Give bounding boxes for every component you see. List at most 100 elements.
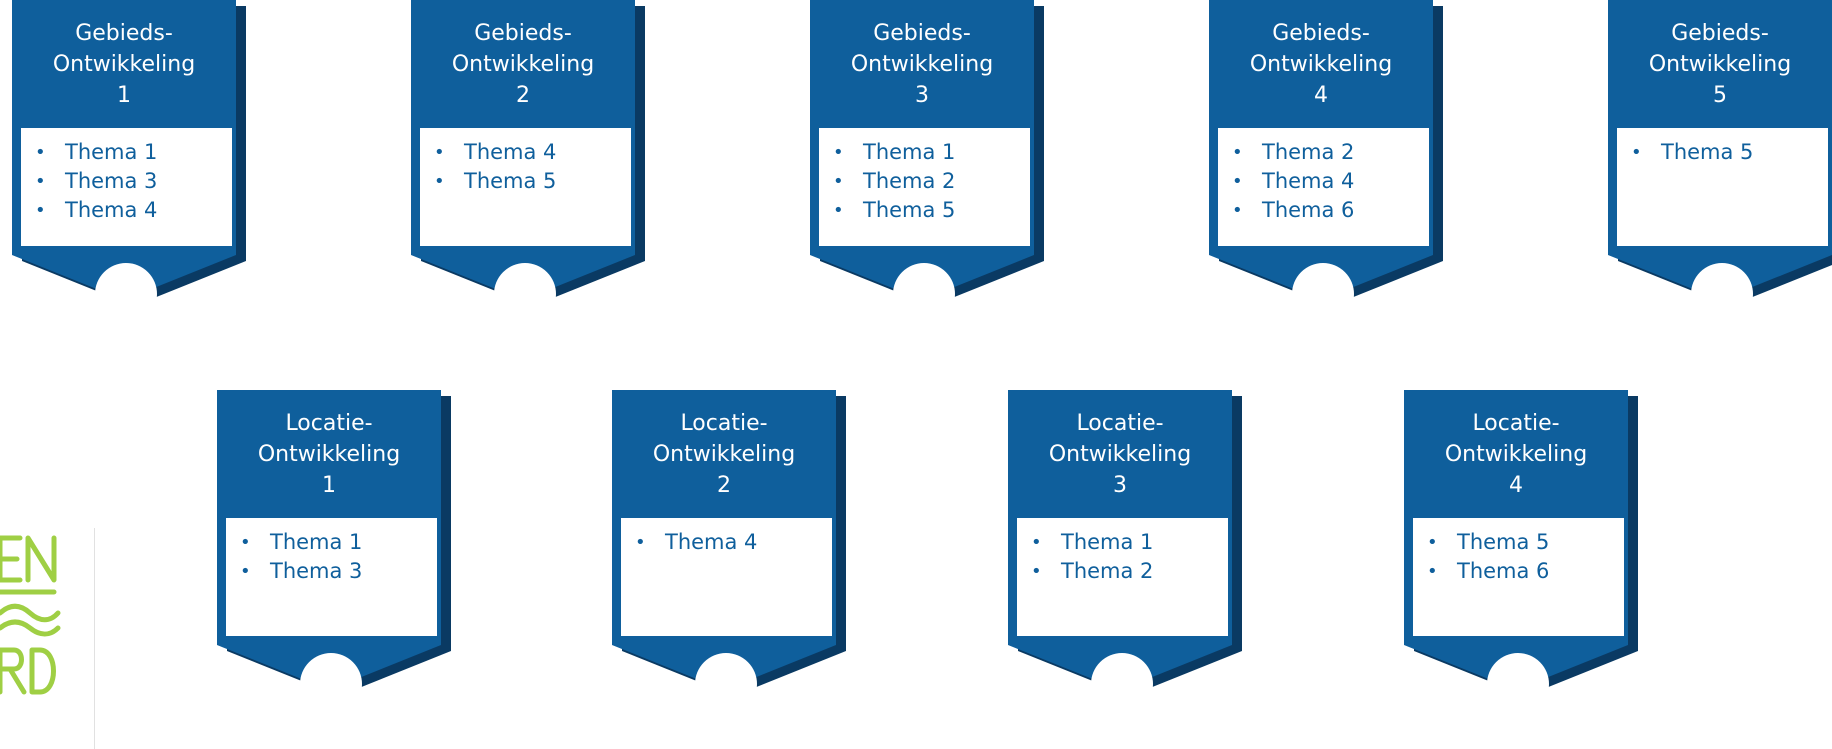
theme-list: •Thema 5 (1617, 128, 1828, 167)
theme-item: • Thema 3 (240, 557, 437, 586)
theme-label: Thema 4 (665, 530, 758, 554)
brand-logo-mark (0, 535, 61, 695)
bullet-icon: • (1427, 532, 1438, 553)
theme-box: • Thema 1 • Thema 3 (226, 518, 437, 636)
card-number: 1 (322, 473, 336, 498)
theme-box: •Thema 4 • Thema 5 (420, 128, 631, 246)
locatieontwikkeling-card-2: Locatie- Ontwikkeling 2 • Thema 4 (612, 390, 846, 715)
card-title-line-2: Ontwikkeling (52, 52, 196, 77)
theme-label: Thema 4 (464, 140, 557, 164)
card-title-line-2: Ontwikkeling (1648, 52, 1792, 77)
card-title-line-1: Gebieds- (873, 21, 971, 46)
bullet-icon: • (1232, 171, 1243, 192)
theme-label: Thema 2 (1061, 559, 1154, 583)
bullet-icon: • (434, 171, 445, 192)
theme-item: • Thema 4 (635, 528, 832, 557)
theme-item: • Thema 3 (35, 167, 232, 196)
theme-label: Thema 3 (270, 559, 363, 583)
bullet-icon: • (1031, 561, 1042, 582)
gebiedsontwikkeling-card-2: Gebieds- Ontwikkeling 2 •Thema 4 •Thema … (411, 0, 645, 325)
card-title-line-2: Ontwikkeling (850, 52, 994, 77)
card-title-line-1: Gebieds- (1272, 21, 1370, 46)
gebiedsontwikkeling-card-5: Gebieds- Ontwikkeling 5 •Thema 5 (1608, 0, 1832, 325)
gebiedsontwikkeling-card-3: Gebieds- Ontwikkeling 3 •Thema 1 •Thema … (810, 0, 1044, 325)
card-title: Locatie- Ontwikkeling 4 (1404, 408, 1628, 501)
card-number: 4 (1509, 473, 1523, 498)
theme-box: •Thema 1 •Thema 2 •Thema 5 (819, 128, 1030, 246)
card-title-line-1: Locatie- (285, 411, 373, 436)
bullet-icon: • (1031, 532, 1042, 553)
theme-label: Thema 3 (65, 169, 158, 193)
theme-item: • Thema 1 (240, 528, 437, 557)
card-title: Gebieds- Ontwikkeling 2 (411, 18, 635, 111)
bullet-icon: • (240, 532, 251, 553)
bullet-icon: • (833, 200, 844, 221)
theme-box: •Thema 1 •Thema 3 •Thema 4 (21, 128, 232, 246)
card-title-line-1: Locatie- (1076, 411, 1164, 436)
card-title-line-1: Gebieds- (1671, 21, 1769, 46)
card-title: Locatie- Ontwikkeling 3 (1008, 408, 1232, 501)
theme-item: •Thema 5 (833, 196, 1030, 225)
locatieontwikkeling-card-4: Locatie- Ontwikkeling 4 •Thema 5 •Thema … (1404, 390, 1638, 715)
card-title-line-1: Gebieds- (474, 21, 572, 46)
theme-box: •Thema 5 • Thema 6 (1413, 518, 1624, 636)
gebiedsontwikkeling-row: Gebieds- Ontwikkeling 1 •Thema 1 •Thema … (0, 0, 1832, 325)
bullet-icon: • (1631, 142, 1642, 163)
theme-item: •Thema 2 (1232, 138, 1429, 167)
card-title-line-2: Ontwikkeling (1249, 52, 1393, 77)
theme-item: • Thema 2 (1031, 557, 1228, 586)
gebiedsontwikkeling-card-4: Gebieds- Ontwikkeling 4 •Thema 2 •Thema … (1209, 0, 1443, 325)
card-number: 4 (1314, 83, 1328, 108)
card-title: Locatie- Ontwikkeling 2 (612, 408, 836, 501)
theme-item: •Thema 1 (1031, 528, 1228, 557)
brand-logo (0, 528, 95, 749)
card-title: Gebieds- Ontwikkeling 3 (810, 18, 1034, 111)
circle-icon (95, 263, 157, 325)
bullet-icon: • (35, 200, 46, 221)
card-title: Gebieds- Ontwikkeling 1 (12, 18, 236, 111)
bullet-icon: • (240, 561, 251, 582)
theme-label: Thema 6 (1457, 559, 1550, 583)
circle-icon (1292, 263, 1354, 325)
card-number: 2 (717, 473, 731, 498)
theme-list: •Thema 4 • Thema 5 (420, 128, 631, 196)
bullet-icon: • (35, 171, 46, 192)
theme-item: • Thema 5 (434, 167, 631, 196)
circle-icon (1487, 653, 1549, 715)
bullet-icon: • (1427, 561, 1438, 582)
circle-icon (494, 263, 556, 325)
theme-label: Thema 1 (270, 530, 363, 554)
theme-item: • Thema 6 (1427, 557, 1624, 586)
card-title-line-2: Ontwikkeling (652, 442, 796, 467)
bullet-icon: • (635, 532, 646, 553)
theme-item: •Thema 1 (833, 138, 1030, 167)
theme-label: Thema 4 (1262, 169, 1355, 193)
theme-label: Thema 4 (65, 198, 158, 222)
theme-item: •Thema 5 (1427, 528, 1624, 557)
card-number: 3 (915, 83, 929, 108)
theme-list: •Thema 1 •Thema 3 •Thema 4 (21, 128, 232, 225)
card-title-line-2: Ontwikkeling (451, 52, 595, 77)
card-title-line-1: Locatie- (1472, 411, 1560, 436)
card-title-line-2: Ontwikkeling (1444, 442, 1588, 467)
theme-box: •Thema 1 • Thema 2 (1017, 518, 1228, 636)
bullet-icon: • (833, 171, 844, 192)
theme-label: Thema 5 (464, 169, 557, 193)
theme-list: •Thema 1 •Thema 2 •Thema 5 (819, 128, 1030, 225)
circle-icon (1091, 653, 1153, 715)
card-number: 2 (516, 83, 530, 108)
theme-list: • Thema 1 • Thema 3 (226, 518, 437, 586)
locatieontwikkeling-row: Locatie- Ontwikkeling 1 •Thema 1 •Thema … (0, 390, 1832, 715)
card-title: Gebieds- Ontwikkeling 5 (1608, 18, 1832, 111)
card-number: 1 (117, 83, 131, 108)
circle-icon (695, 653, 757, 715)
card-title: Gebieds- Ontwikkeling 4 (1209, 18, 1433, 111)
theme-label: Thema 2 (1262, 140, 1355, 164)
theme-box: • Thema 4 (621, 518, 832, 636)
theme-item: • Thema 4 (35, 196, 232, 225)
theme-item: •Thema 4 (434, 138, 631, 167)
bullet-icon: • (1232, 200, 1243, 221)
card-title-line-1: Gebieds- (75, 21, 173, 46)
circle-icon (1691, 263, 1753, 325)
theme-list: •Thema 5 • Thema 6 (1413, 518, 1624, 586)
